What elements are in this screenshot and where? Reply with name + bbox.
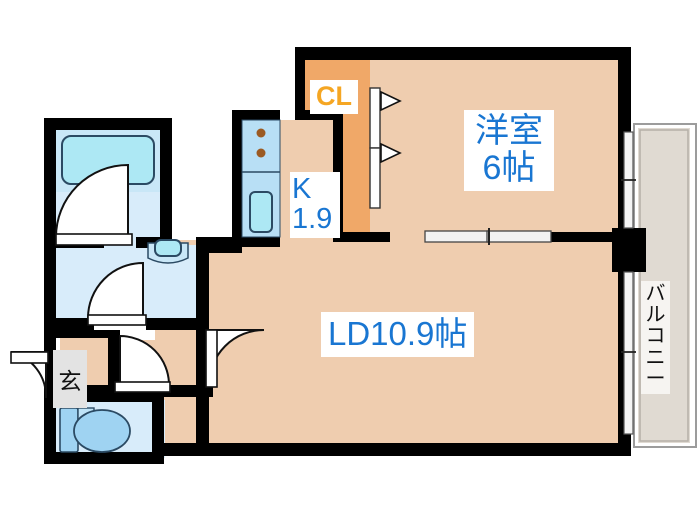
wall-south-ld (155, 443, 631, 456)
door-washroom-panel (87, 314, 147, 326)
closet-door-leaf-upper (369, 87, 381, 149)
wall-closet-step (295, 110, 343, 120)
wall-ld-left-lower (152, 392, 164, 456)
wall-closet-left (295, 47, 305, 119)
wall-bath-left (44, 118, 56, 248)
entrance-door-panel (10, 351, 49, 364)
wall-washroom-bottom2 (146, 318, 209, 330)
door-hall-interior-swing (119, 334, 171, 386)
room-label-closet: CL (310, 80, 358, 114)
wall-toilet-bottom (44, 452, 164, 464)
door-bathroom-panel (55, 233, 133, 246)
fixtures (56, 119, 281, 453)
room-label-balcony: バ ル コ ニ ー (641, 281, 670, 394)
room-label-washitsu: 洋室 6帖 (464, 110, 554, 191)
wall-kitchen-bottom (232, 237, 280, 247)
wall-washroom-bottom (44, 318, 94, 330)
washitsu-size: 6帖 (482, 149, 536, 187)
window-lower (623, 271, 634, 435)
stove-burner-2 (256, 148, 266, 158)
balcony-char-3: コ (645, 325, 666, 348)
door-bathroom-swing (54, 163, 129, 238)
wall-toilet-left (44, 392, 56, 464)
wall-ld-bottom-left (155, 443, 209, 456)
balcony-windows (621, 131, 636, 435)
wall-washroom-right (196, 243, 209, 321)
doors-and-windows (10, 87, 636, 435)
room-label-entrance: 玄 (53, 350, 87, 408)
balcony-outer-edge (633, 123, 697, 448)
wall-top-north (295, 47, 630, 60)
wall-genkan-step (56, 330, 114, 338)
wall-bath-right (160, 118, 172, 248)
kitchen-sink (249, 191, 273, 233)
stove-burner-1 (256, 128, 266, 138)
sliding-door-washitsu (424, 228, 552, 245)
balcony-char-4: ニ (645, 346, 666, 369)
door-washroom-swing (86, 261, 144, 319)
door-hall-to-ld-panel (205, 329, 218, 388)
balcony-inner-edge (639, 129, 689, 442)
toilet-bowl (73, 409, 131, 453)
closet-door-arrow-lower (380, 142, 402, 164)
kitchen-name: K (292, 173, 312, 205)
wall-ld-left-mid (196, 388, 209, 448)
wall-kitchen-top (232, 110, 280, 120)
closet-door-leaf-lower (369, 147, 381, 209)
washbasin-bowl (154, 239, 182, 257)
wall-washitsu-south-right (545, 232, 623, 242)
wall-hall-right (108, 330, 120, 392)
balcony-char-2: ル (645, 304, 666, 327)
door-hall-interior-panel (114, 381, 171, 393)
balcony-char-5: ー (645, 367, 666, 390)
wall-washroom-left (44, 248, 56, 326)
washitsu-name: 洋室 (475, 112, 543, 150)
closet-door-arrow-upper (380, 90, 402, 112)
wall-toilet-top (44, 392, 164, 402)
wall-closet-bottom (333, 232, 375, 242)
wall-kitchen-step (200, 237, 242, 253)
balcony-char-1: バ (645, 283, 666, 305)
wall-kitchen-left (232, 110, 242, 245)
kitchen-size: 1.9 (292, 203, 333, 235)
wall-bath-top (44, 118, 172, 130)
room-label-living-dining: LD10.9帖 (321, 312, 475, 357)
room-label-kitchen: K 1.9 (290, 172, 340, 238)
wall-washitsu-south-left (370, 232, 390, 242)
